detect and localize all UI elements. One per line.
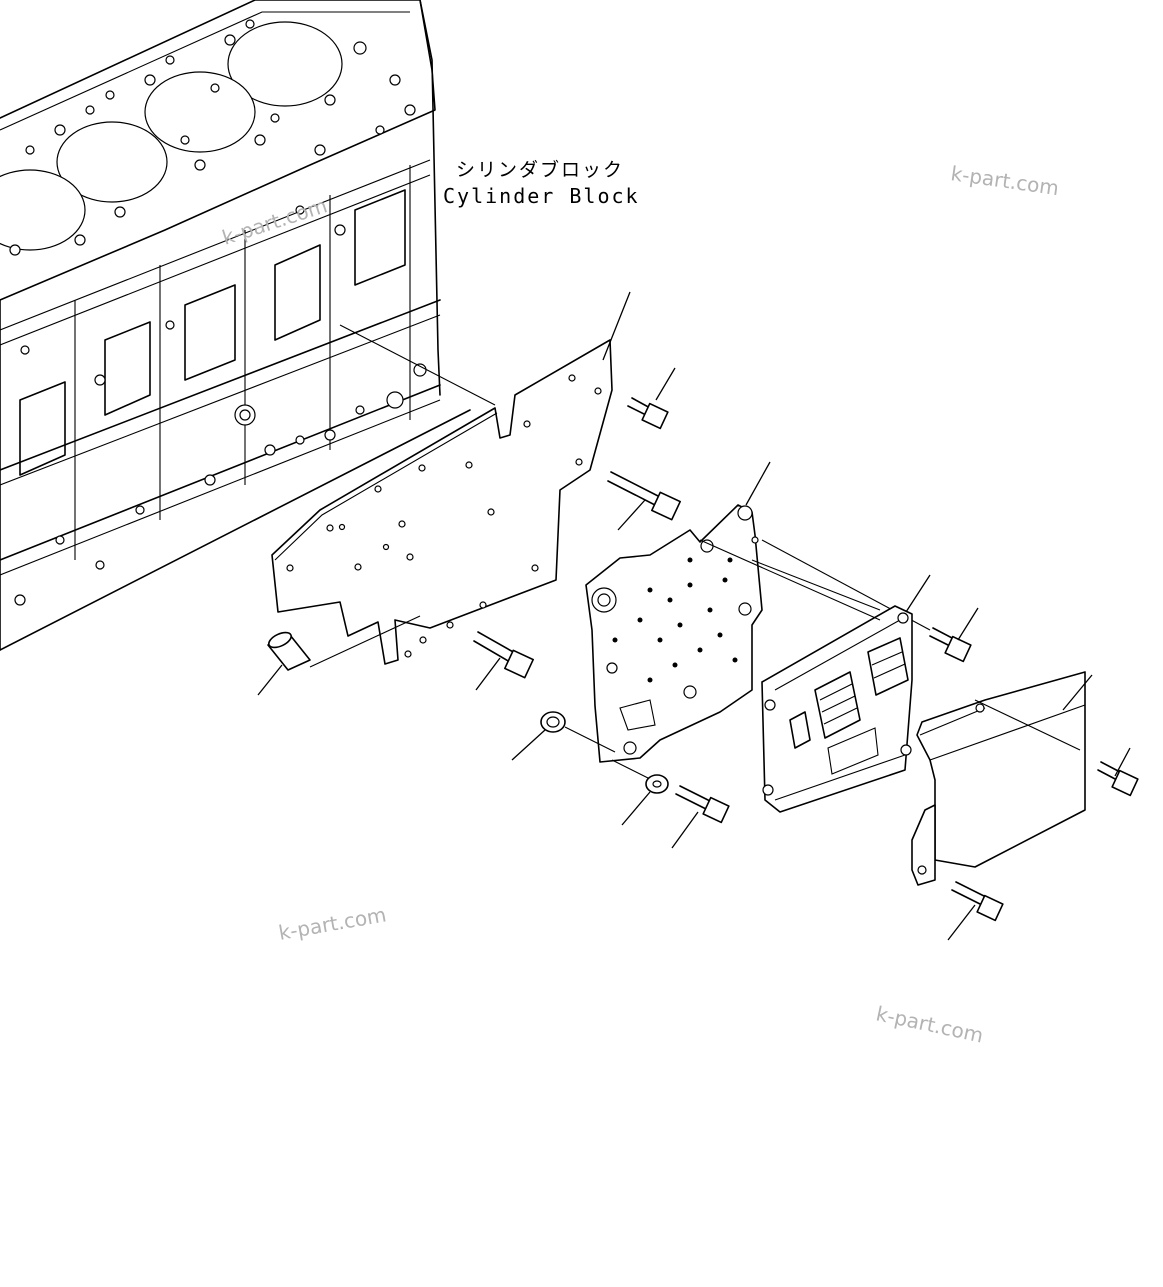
cylinder-block <box>0 0 471 651</box>
bolt-lower <box>473 631 534 691</box>
controller-bracket <box>585 461 931 763</box>
watermark: k-part.com <box>277 902 388 945</box>
watermark: k-part.com <box>949 161 1060 200</box>
cylinder-block-label-en: Cylinder Block <box>443 184 640 208</box>
controller-cover <box>911 671 1093 886</box>
mounting-plate <box>271 339 613 665</box>
bushing <box>257 615 421 696</box>
nut <box>511 711 616 761</box>
engine-controller <box>761 574 931 813</box>
bolt-upper <box>627 367 676 430</box>
washer <box>611 759 669 826</box>
cylinder-block-label-jp: シリンダブロック <box>456 158 624 181</box>
watermark: k-part.com <box>874 1001 986 1047</box>
bolt-bracket <box>671 785 730 849</box>
bolt-controller <box>929 607 979 663</box>
bolt-middle <box>607 471 681 531</box>
bolt-cover-right <box>1097 747 1139 797</box>
bolt-cover-lower <box>947 881 1004 941</box>
